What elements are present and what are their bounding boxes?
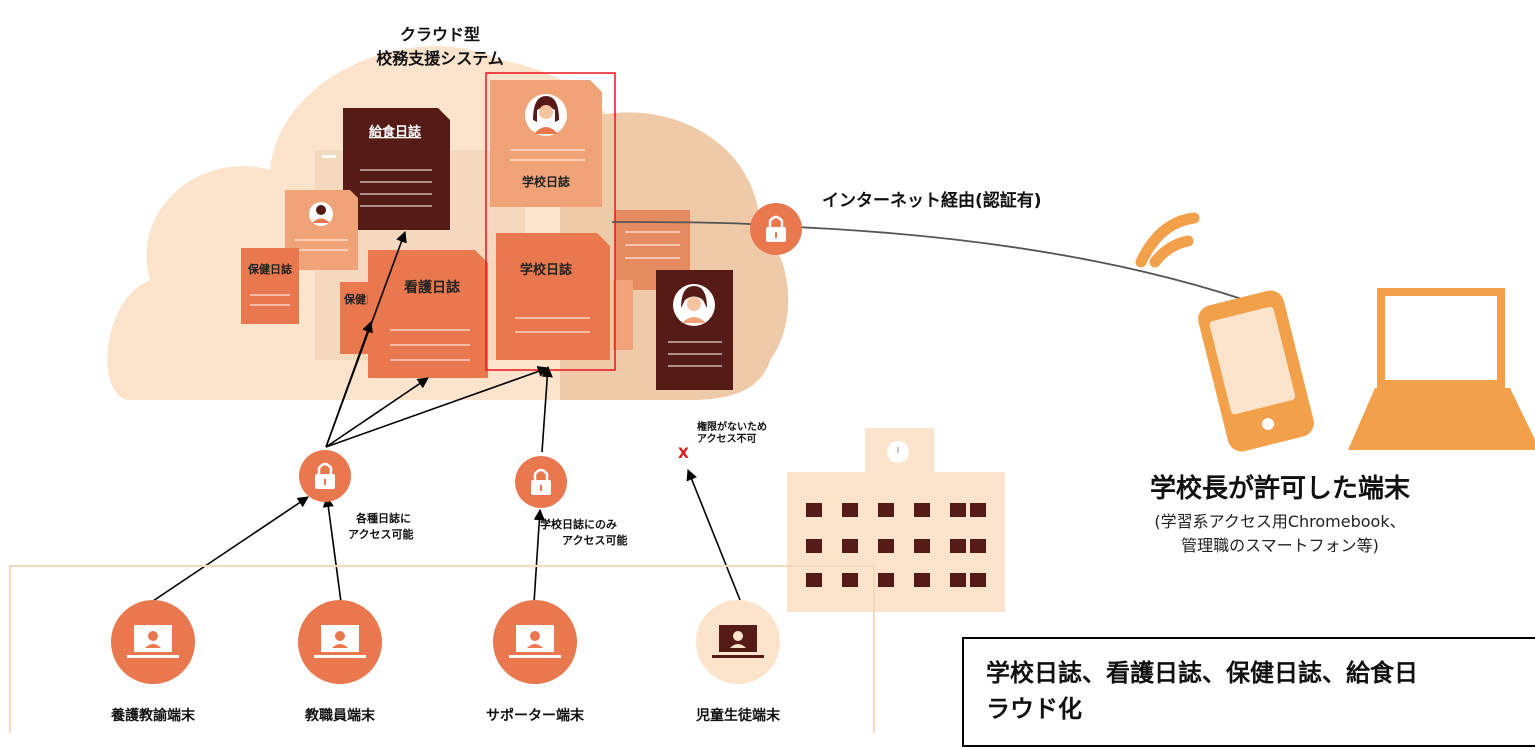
cloud-subtitle: 校務支援システム bbox=[376, 49, 504, 68]
terminal-yogo-icon bbox=[111, 600, 195, 684]
approved-terminals-title: 学校長が許可した端末 bbox=[1149, 474, 1410, 504]
laptop-icon bbox=[1348, 288, 1535, 450]
terminal-teachers-icon bbox=[298, 600, 382, 684]
access-denied-mark: X bbox=[678, 446, 689, 462]
teachers-lock-icon bbox=[299, 450, 351, 502]
internet-lock-icon bbox=[750, 203, 802, 255]
approved-terminals-note-line1: (学習系アクセス用Chromebook、 bbox=[1154, 512, 1406, 531]
student-access-note-1: 権限がないため bbox=[697, 420, 767, 433]
doc-person-dark bbox=[656, 270, 733, 390]
student-access-note-2: アクセス不可 bbox=[697, 433, 757, 445]
doc-gakko-main: 学校日誌 bbox=[496, 233, 633, 360]
terminal-student-icon bbox=[696, 600, 780, 684]
summary-line2: ラウド化 bbox=[986, 695, 1082, 723]
doc-person-small bbox=[285, 190, 358, 270]
terminal-label-yogo: 養護教諭端末 bbox=[110, 707, 196, 724]
doc-kyushoku: 給食日誌 bbox=[343, 108, 450, 230]
cloud-title: クラウド型 bbox=[400, 25, 480, 44]
access-arrows bbox=[149, 230, 741, 604]
doc-kyushoku-label: 給食日誌 bbox=[369, 124, 421, 140]
doc-hoken-left: 保健日誌 bbox=[241, 248, 299, 324]
internet-connection-line bbox=[611, 221, 1246, 301]
supporter-access-note-2: アクセス可能 bbox=[562, 533, 627, 547]
doc-kango-label: 看護日誌 bbox=[403, 279, 460, 296]
school-building-icon bbox=[787, 428, 1005, 612]
supporter-lock-icon bbox=[515, 456, 567, 508]
terminal-label-supporter: サポーター端末 bbox=[486, 707, 585, 724]
approved-terminals-note: (学習系アクセス用Chromebook、 管理職のスマートフォン等) bbox=[1120, 510, 1440, 558]
teachers-access-note-2: アクセス可能 bbox=[348, 527, 413, 541]
smartphone-icon bbox=[1198, 290, 1314, 452]
doc-gakko-top: 学校日誌 bbox=[490, 80, 602, 207]
summary-line1: 学校日誌、看護日誌、保健日誌、給食日 bbox=[986, 659, 1418, 687]
terminal-supporter-icon bbox=[493, 600, 577, 684]
internet-label: インターネット経由(認証有) bbox=[822, 190, 1042, 211]
terminal-label-student: 児童生徒端末 bbox=[695, 707, 781, 724]
supporter-access-note-1: 学校日誌にのみ bbox=[540, 517, 617, 531]
doc-gakko-main-label: 学校日誌 bbox=[520, 262, 572, 278]
teachers-access-note-1: 各種日誌に bbox=[355, 511, 411, 525]
approved-terminals-note-line2: 管理職のスマートフォン等) bbox=[1181, 536, 1379, 555]
doc-gakko-top-label: 学校日誌 bbox=[522, 174, 570, 189]
doc-hoken-left-label: 保健日誌 bbox=[247, 262, 292, 276]
wifi-icon bbox=[1135, 212, 1200, 268]
doc-kango: 看護日誌 bbox=[368, 250, 488, 378]
summary-box: 学校日誌、看護日誌、保健日誌、給食日 ラウド化 bbox=[962, 637, 1535, 747]
terminal-label-teachers: 教職員端末 bbox=[305, 707, 376, 724]
